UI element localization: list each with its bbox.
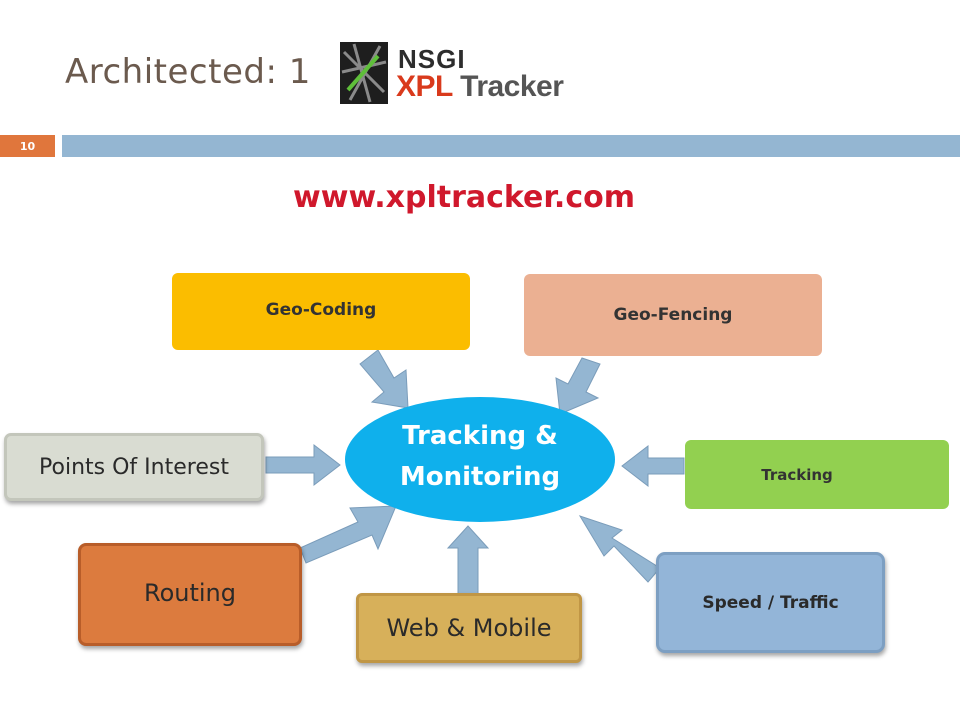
logo-text-tracker: Tracker [460,70,564,103]
arrow-from-geo-fencing [555,357,601,415]
node-speed-traffic: Speed / Traffic [656,552,885,653]
node-geo-fencing: Geo-Fencing [524,274,822,356]
arrow-from-routing [299,505,397,564]
node-points-of-interest: Points Of Interest [4,433,264,501]
header-bar [62,135,960,157]
logo-text-nsgi: NSGI [398,44,466,74]
node-routing: Routing [78,543,302,646]
slide-number: 10 [0,135,55,157]
node-tracking: Tracking [685,440,949,509]
website-url: www.xpltracker.com [293,180,635,215]
logo-icon [340,42,388,104]
logo-text-product: XPL Tracker [396,70,564,104]
node-tracking-monitoring: Tracking & Monitoring [345,397,615,522]
arrow-from-geo-coding [359,349,409,409]
node-web-mobile: Web & Mobile [356,593,582,663]
logo-text-xpl: XPL [396,70,453,103]
arrow-from-poi [265,443,341,487]
arrow-from-tracking [621,444,685,488]
logo: NSGI XPL Tracker [340,42,564,104]
arrow-from-web-mobile [446,525,490,595]
node-geo-coding: Geo-Coding [172,273,470,350]
slide-title: Architected: 1 [65,52,311,92]
arrow-from-speed-traffic [578,515,661,583]
